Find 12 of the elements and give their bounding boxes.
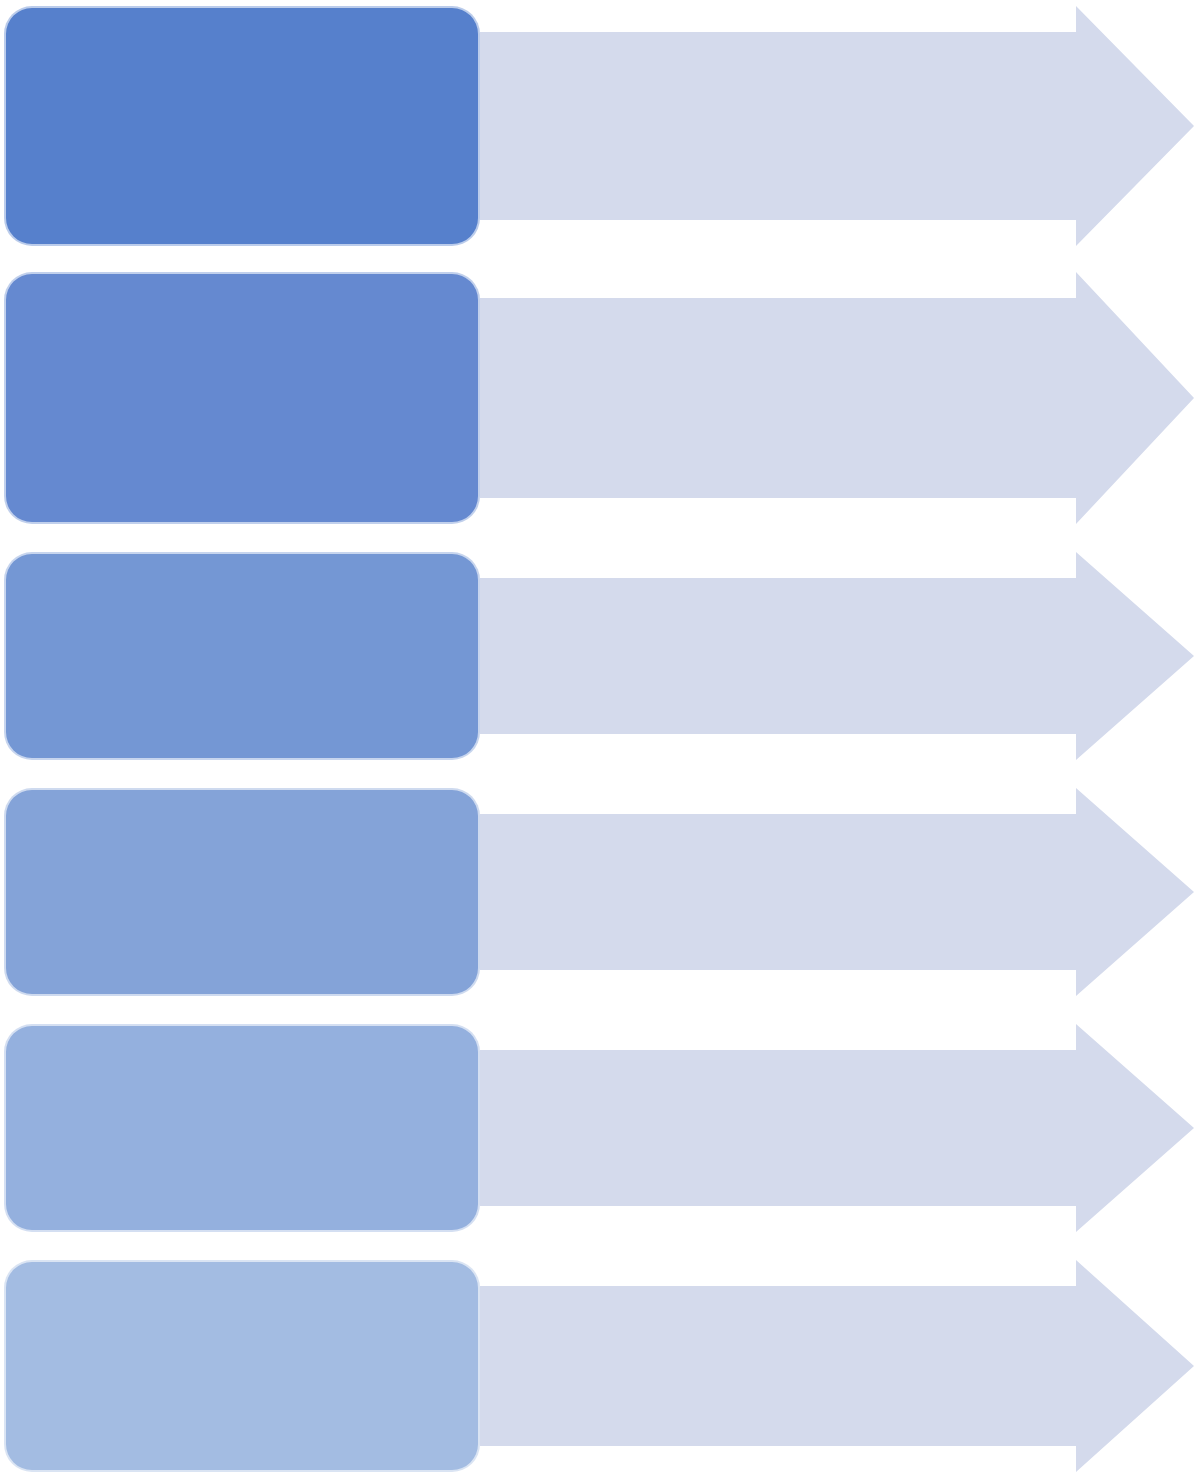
process-box [4, 1024, 480, 1232]
process-box [4, 1260, 480, 1472]
block-arrow [480, 6, 1194, 246]
process-box [4, 6, 480, 246]
block-arrow [480, 1260, 1194, 1472]
process-box [4, 552, 480, 760]
block-arrow [480, 552, 1194, 760]
process-box [4, 272, 480, 524]
block-arrow [480, 788, 1194, 996]
block-arrow [480, 272, 1194, 524]
block-arrow [480, 1024, 1194, 1232]
process-box [4, 788, 480, 996]
